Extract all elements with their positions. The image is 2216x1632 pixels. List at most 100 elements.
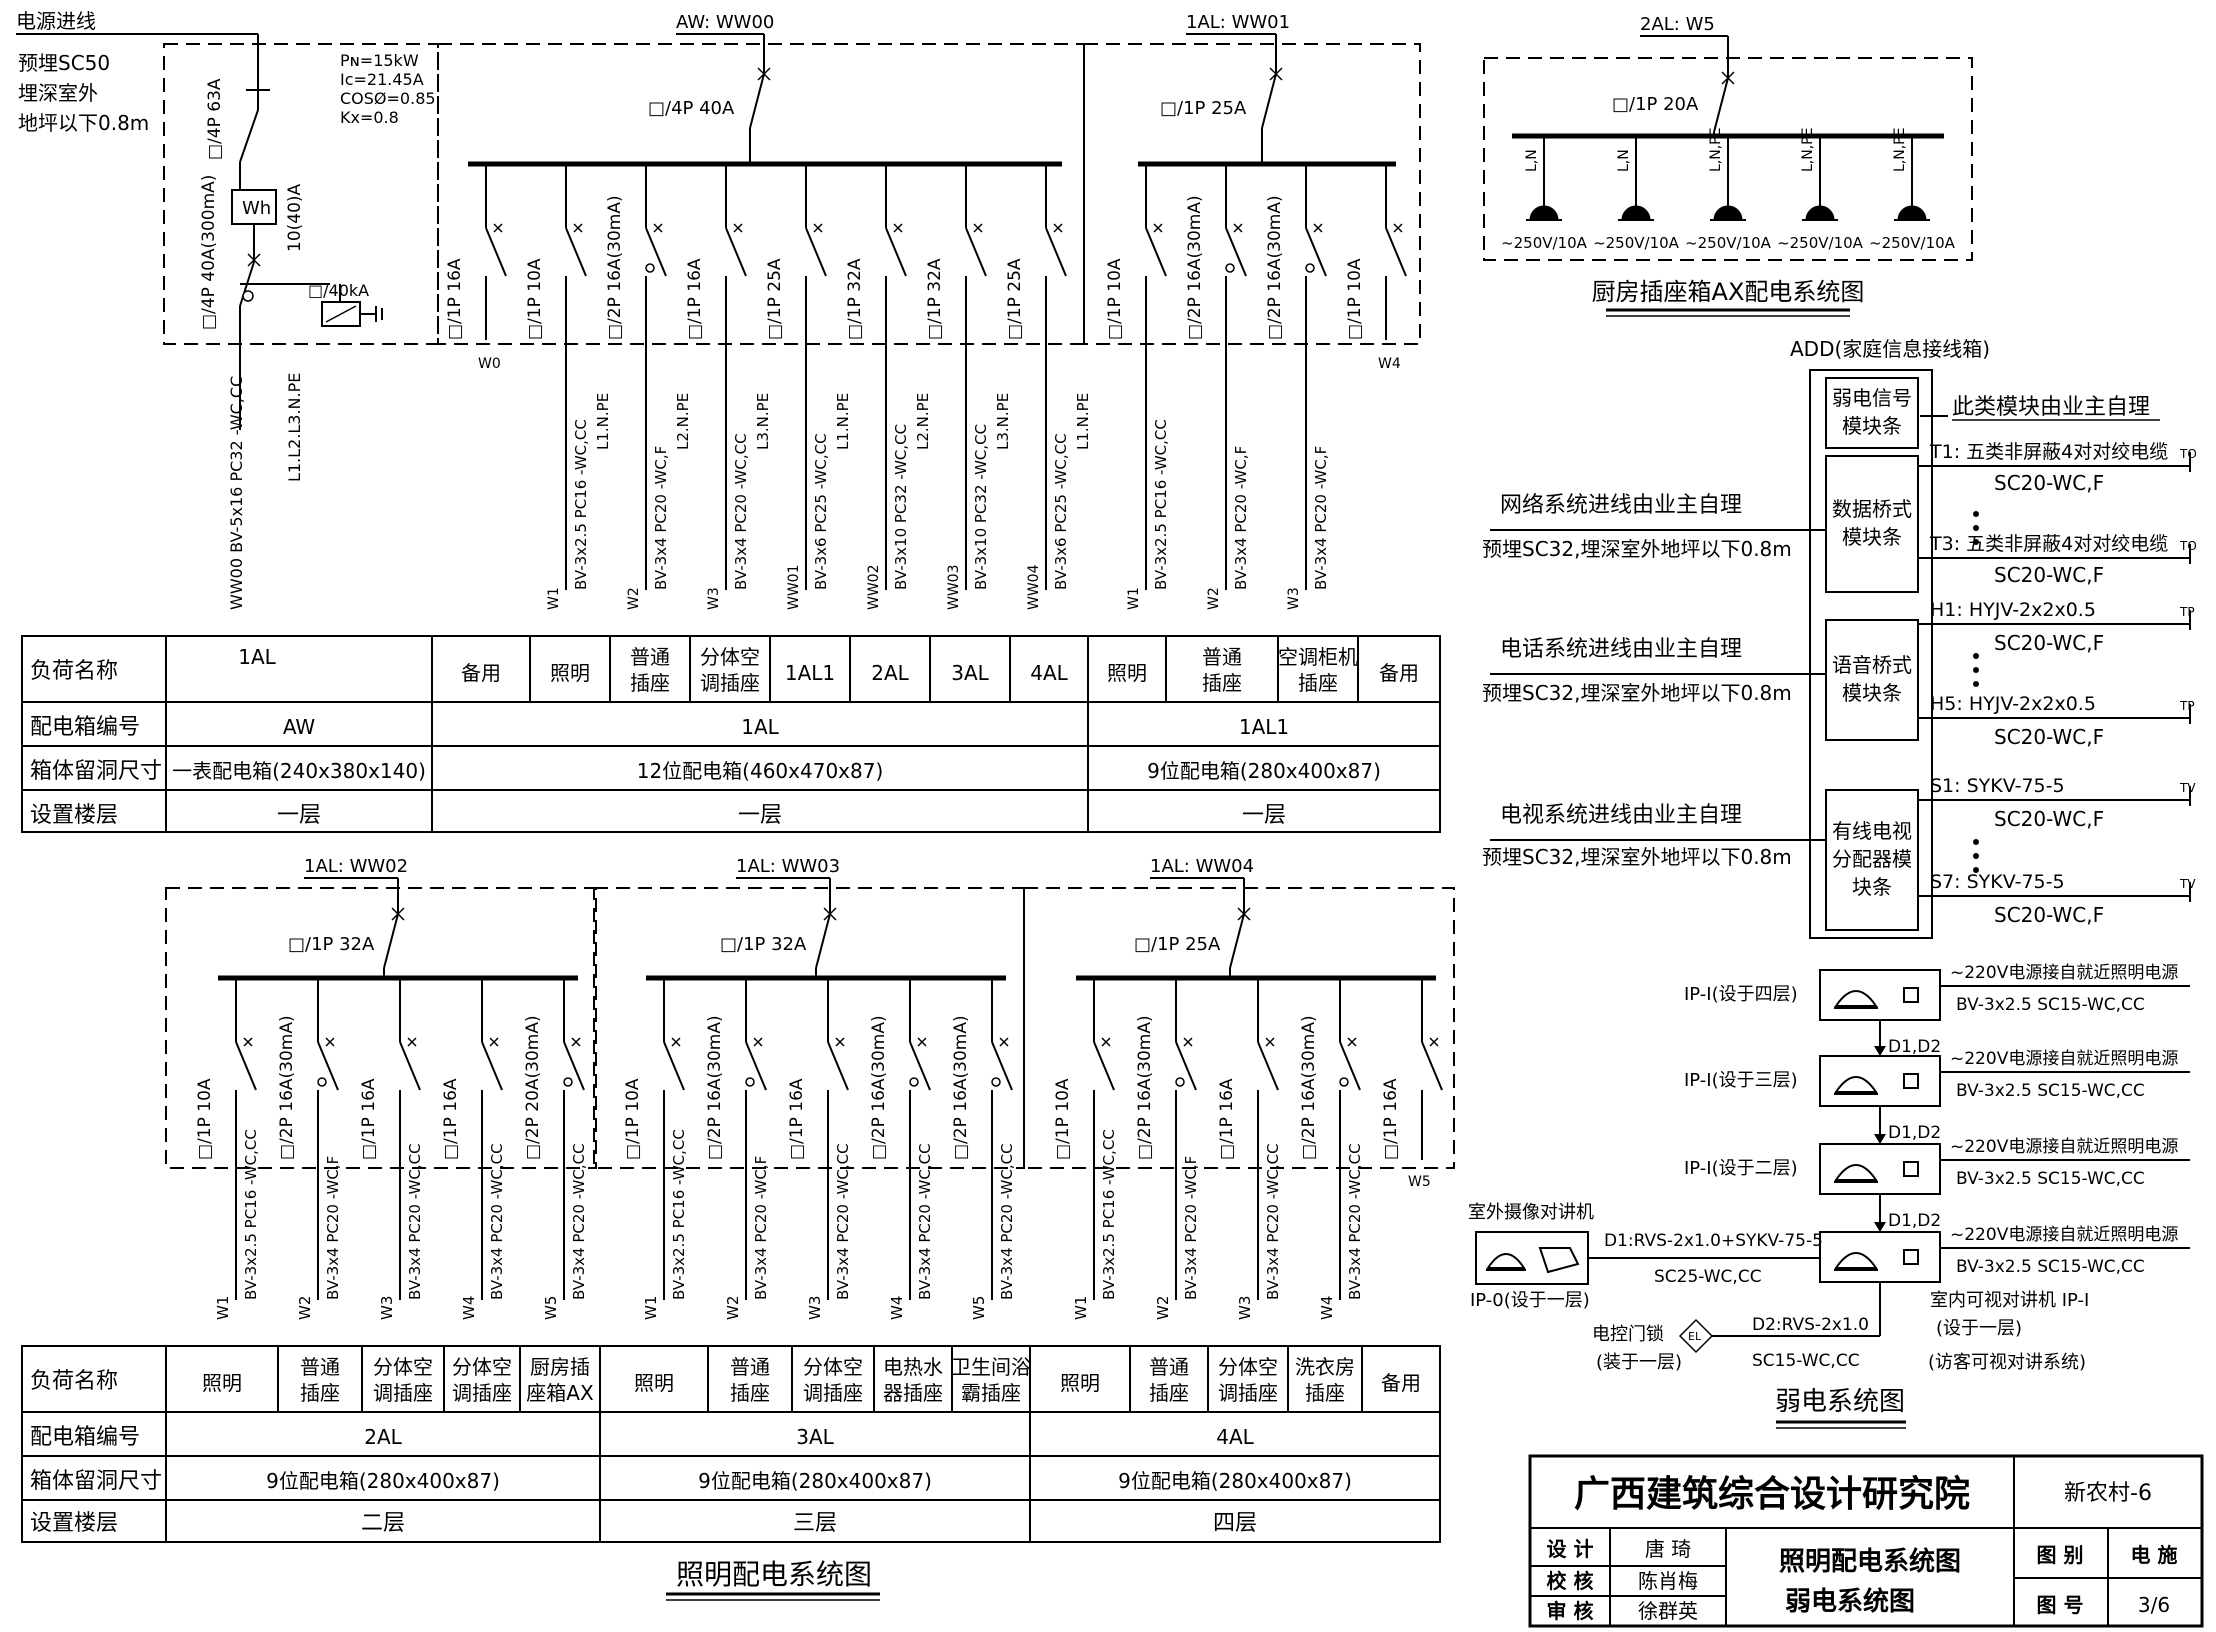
breaker-rating: □/2P 16A(30mA) [951,1015,971,1160]
load-name: 备用 [461,661,501,685]
breaker-rating: □/1P 16A [359,1078,379,1160]
tb-drawing-title: 弱电系统图 [1785,1586,1915,1617]
incoming-conduit: 预埋SC32,埋深室外地坪以下0.8m [1482,537,1792,561]
box-id: 2AL [364,1425,402,1449]
circuit-phase: L3.N.PE [754,393,772,450]
circuit-id: WW04 [1026,564,1042,610]
load-name: 插座 [1298,671,1338,695]
rcd-symbol [1305,263,1315,273]
switch-cross [573,223,583,233]
switch-blade [317,1041,339,1091]
circuit-cable: BV-3x4 PC20 -WC,F [1312,446,1330,590]
circuit-breaker-branch [885,164,907,590]
box-size: 9位配电箱(280x400x87) [1147,759,1381,783]
switch-cross [325,1037,335,1047]
intercom-power-cable: BV-3x2.5 SC15-WC,CC [1956,1081,2145,1101]
load-name: 照明 [550,661,590,685]
institute-name: 广西建筑综合设计研究院 [1574,1474,1970,1515]
intercom-unit [1819,969,1941,1021]
incoming-note: 网络系统进线由业主自理 [1500,493,1742,518]
load-name: 调插座 [700,671,760,695]
switch-cross [1101,1037,1111,1047]
handset-icon [1834,1252,1878,1269]
switch-blade [815,913,831,969]
kitchen-feed-label: 2AL: W5 [1640,14,1715,35]
circuit-id: W2 [724,1296,742,1320]
continuation-dots [1973,867,1979,873]
circuit-breaker-branch [399,978,421,1300]
outdoor-unit-id: IP-0(设于一层) [1470,1290,1590,1311]
switch-cross [493,223,503,233]
circuit-cable: BV-3x4 PC20 -WC,CC [570,1143,588,1300]
circuit-breaker-branch [317,978,339,1300]
load-name: 插座 [730,1381,770,1405]
breaker-rating: □/2P 20A(30mA) [523,1015,543,1160]
intercom-unit-1 [1819,1055,1941,1107]
add-module-label: 模块条 [1842,525,1902,549]
load-name: 普通 [1202,645,1242,669]
breaker-rating: □/2P 16A(30mA) [605,195,625,340]
switch-cross [1393,223,1403,233]
outdoor-unit-label: 室外摄像对讲机 [1468,1202,1594,1223]
module-note: 此类模块由业主自理 [1952,395,2150,420]
switch-cross [571,1037,581,1047]
switch-blade [749,73,765,129]
load-name: 照明 [1060,1371,1100,1395]
socket-icon [1713,205,1743,221]
intercom-power: ~220V电源接自就近照明电源 [1950,963,2178,983]
breaker-rating: □/1P 25A [765,258,785,340]
switch-cross [1429,1037,1439,1047]
circuit-cable: BV-3x10 PC32 -WC,CC [972,424,990,590]
box-floor: 四层 [1213,1511,1257,1536]
breaker-rating: □/1P 16A [685,258,705,340]
breaker-rating: □/2P 16A(30mA) [1265,195,1285,340]
circuit-id: W2 [1154,1296,1172,1320]
switch-blade [565,227,587,277]
handset-icon [1834,1164,1878,1181]
add-module-label: 块条 [1852,875,1892,899]
switch-blade [745,1041,767,1091]
load-calc: Pɴ=15kW [340,51,419,70]
switch-cross [1183,1037,1193,1047]
screen-icon [1903,1073,1919,1089]
d1-conduit: SC25-WC,CC [1654,1267,1762,1287]
breaker-rating: □/1P 32A [845,258,865,340]
load-name: 3AL [951,661,989,685]
circuit-cable: BV-3x4 PC20 -WC,CC [1346,1143,1364,1300]
circuit-cable: BV-3x6 PC25 -WC,CC [1052,433,1070,590]
load-name: 插座 [300,1381,340,1405]
box-size: 12位配电箱(460x470x87) [637,759,884,783]
rcd-symbol [991,1077,1001,1087]
tb-drawing-title: 照明配电系统图 [1779,1546,1961,1577]
load-name: 4AL [1030,661,1068,685]
breaker-rating: □/1P 10A [1105,258,1125,340]
switch-blade [563,1041,585,1091]
circuit-breaker-branch [481,978,503,1300]
switch-blade [1045,227,1067,277]
load-name: 洗衣房 [1295,1355,1355,1379]
intake-phases: L1.L2.L3.N.PE [285,373,304,482]
meter-symbol: Wh [242,198,271,219]
weak-current-title: 弱电系统图 [1775,1387,1905,1417]
kitchen-main-breaker: □/1P 20A [1612,94,1699,115]
intercom-power-cable: BV-3x2.5 SC15-WC,CC [1956,1257,2145,1277]
outlet-cable-label: T1: 五类非屏蔽4对对绞电缆 [1929,441,2168,463]
intercom-unit [1819,1055,1941,1107]
outlet-conduit: SC20-WC,F [1994,563,2104,587]
socket-phase: L,N,PE [1892,128,1908,172]
sub-feed-label: 1AL: WW03 [736,856,840,877]
sub-feed-label: 1AL: WW04 [1150,856,1254,877]
tb-design-name: 唐 琦 [1645,1537,1691,1561]
circuit-id: W5 [542,1296,560,1320]
table-row-head: 设置楼层 [30,1511,118,1536]
door-lock-label: (装于一层) [1596,1352,1682,1373]
incoming-conduit: 预埋SC32,埋深室外地坪以下0.8m [1482,681,1792,705]
spd-label: □/40kA [308,281,369,300]
circuit-phase: L2.N.PE [914,393,932,450]
d1-cable: D1:RVS-2x1.0+SYKV-75-5 [1604,1231,1823,1251]
circuit-phase: L3.N.PE [994,393,1012,450]
circuit-breaker-branch [1175,978,1197,1300]
intercom-unit-0 [1819,969,1941,1021]
al1-box [1083,43,1421,345]
switch-cross [893,223,903,233]
